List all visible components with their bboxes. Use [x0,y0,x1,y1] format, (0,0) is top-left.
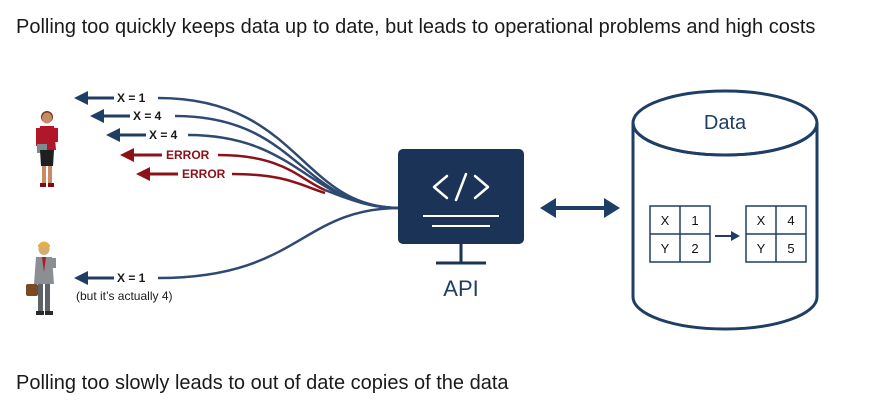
monitor-icon [398,149,524,265]
curve-error-2 [231,172,326,195]
person-woman-icon [36,111,58,187]
arrow-left-icon [106,128,146,142]
arrow-left-icon [74,91,114,105]
response-label-2: X = 4 [133,109,162,123]
arrow-left-icon [74,271,114,285]
response-label-error-1: ERROR [166,148,210,162]
slow-client-curve [157,206,401,280]
response-label-error-2: ERROR [182,167,226,181]
database-cylinder-icon [631,89,819,331]
top-caption: Polling too quickly keeps data up to dat… [16,16,816,38]
table-cell: 5 [787,241,794,256]
table-cell: 2 [691,241,698,256]
table-cell: 1 [691,213,698,228]
table-cell: X [661,213,670,228]
arrow-left-icon [136,167,178,181]
table-cell: X [757,213,766,228]
table-cell: Y [661,241,670,256]
table-cell: 4 [787,213,794,228]
arrow-left-icon [90,109,130,123]
person-man-icon [26,241,56,315]
arrow-left-icon [120,148,162,162]
table-cell: Y [757,241,766,256]
slow-response-note: (but it’s actually 4) [76,289,173,303]
double-arrow-icon [540,198,620,218]
bottom-caption: Polling too slowly leads to out of date … [16,372,509,394]
data-label: Data [704,112,747,134]
slow-response-label: X = 1 [117,271,146,285]
new-data-table: X 4 Y 5 [745,205,807,263]
api-label: API [443,276,478,301]
response-label-3: X = 4 [149,128,178,142]
old-data-table: X 1 Y 2 [649,205,711,263]
curve-error-1 [217,153,326,192]
code-brackets-icon [432,172,490,202]
arrow-right-icon [715,231,740,241]
response-label-1: X = 1 [117,91,146,105]
error-curves [217,153,326,195]
